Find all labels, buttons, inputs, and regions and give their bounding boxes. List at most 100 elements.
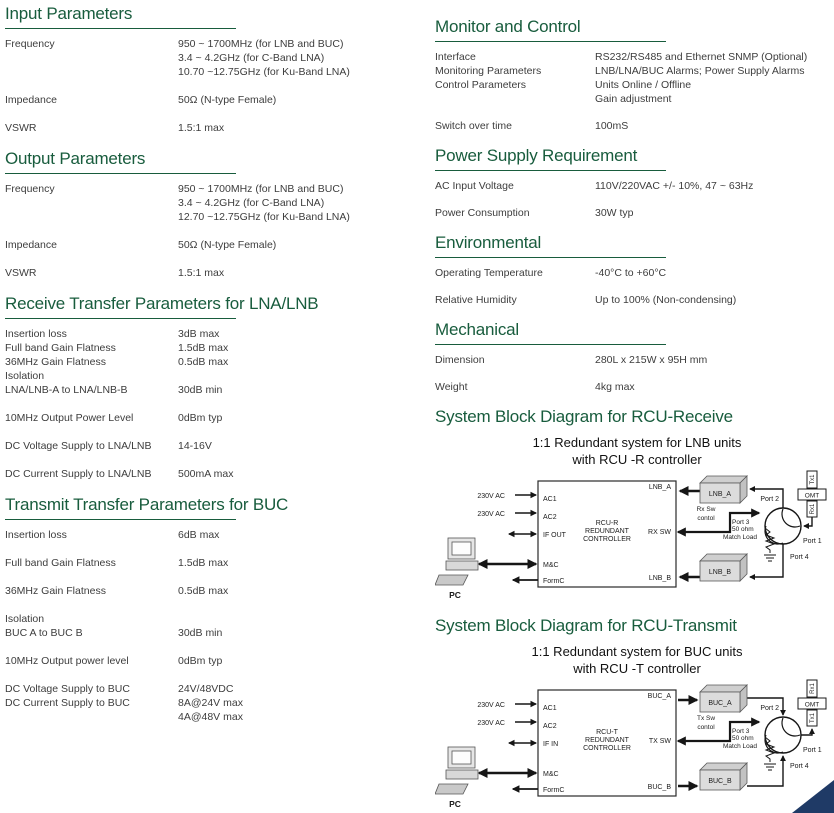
param-label-line: 10MHz Output power level	[5, 655, 129, 667]
param-label-line: Operating Temperature	[435, 267, 543, 279]
param-label: Frequency	[5, 182, 178, 224]
param-label-line: Weight	[435, 381, 468, 393]
port2-label: Port 2	[760, 705, 779, 712]
param-label-line: Isolation	[5, 370, 45, 382]
pc-icon	[435, 746, 479, 795]
param-label-line: DC Voltage Supply to LNA/LNB	[5, 440, 152, 452]
param-value-line: 10.70 ~12.75GHz (for Ku-Band LNA)	[178, 66, 350, 78]
param-value: 950 ~ 1700MHz (for LNB and BUC) 3.4 ~ 4.2…	[178, 182, 421, 224]
switch-control-line	[676, 717, 761, 746]
param-label-line: DC Current Supply to LNA/LNB	[5, 468, 152, 480]
port-formc-label: FormC	[543, 787, 564, 794]
ground-symbol	[764, 554, 776, 562]
param-value: 950 ~ 1700MHz (for LNB and BUC) 3.4 ~ 4.2…	[178, 37, 421, 79]
param-label-line: LNA/LNB-A to LNA/LNB-B	[5, 384, 128, 396]
port3-label-line1: Port 3	[732, 519, 750, 526]
param-value-line: 24V/48VDC	[178, 683, 234, 695]
rcu-receive-diagram: 1:1 Redundant system for LNB units with …	[435, 435, 827, 600]
port-ac2-label: AC2	[543, 514, 557, 521]
param-value: 50Ω (N-type Female)	[178, 93, 421, 107]
param-label-line: Interface	[435, 51, 476, 63]
port-unit-a-label: LNB_A	[649, 484, 672, 491]
param-value-line: 3dB max	[178, 328, 220, 340]
param-value: 50Ω (N-type Female)	[178, 238, 421, 252]
param-label: 36MHz Gain Flatness	[5, 584, 178, 598]
spec-row: 36MHz Gain Flatness 0.5dB max	[5, 584, 421, 598]
param-label-line: Frequency	[5, 183, 55, 195]
param-label-line: Isolation	[5, 613, 45, 625]
param-label: Operating Temperature	[435, 266, 595, 280]
switch-arc-2	[781, 508, 801, 528]
omt-top-port-label: Rx1	[810, 683, 816, 694]
param-label-line: 36MHz Gain Flatness	[5, 585, 106, 597]
diagram-title-line1: 1:1 Redundant system for BUC units	[532, 644, 743, 659]
param-value-line: 14-16V	[178, 440, 212, 452]
port-unit-b-label: LNB_B	[649, 575, 672, 582]
param-label-line: Insertion loss	[5, 529, 67, 541]
param-label-line: Impedance	[5, 239, 57, 251]
port3-label-line2: 50 ohm	[732, 526, 754, 533]
port-ac1-label: AC1	[543, 496, 557, 503]
param-label-line: VSWR	[5, 267, 37, 279]
unit-a-box-top	[699, 475, 748, 484]
ac2-source-label: 230V AC	[477, 720, 505, 727]
switch-control-line	[676, 508, 761, 537]
param-value-line: 3.4 ~ 4.2GHz (for C-Band LNA)	[178, 197, 325, 209]
port2-label: Port 2	[760, 496, 779, 503]
param-label-line: 10MHz Output Power Level	[5, 412, 134, 424]
unit-b-box-front	[699, 769, 741, 791]
port3-label-line1: Port 3	[732, 728, 750, 735]
param-label: Full band Gain Flatness	[5, 556, 178, 570]
param-value: 30dB min	[178, 612, 421, 640]
controller-name-line2: REDUNDANT	[585, 528, 630, 535]
param-label-line: BUC A to BUC B	[5, 627, 83, 639]
port-if-label: IF OUT	[543, 532, 567, 539]
param-value-line: 0.5dB max	[178, 585, 229, 597]
param-value-line: Units Online / Offline	[595, 79, 692, 91]
param-label: DC Current Supply to LNA/LNB	[5, 467, 178, 481]
param-value: 0dBm typ	[178, 654, 421, 668]
port4-line	[749, 544, 784, 580]
param-value-line: 950 ~ 1700MHz (for LNB and BUC)	[178, 38, 344, 50]
param-label-line: 36MHz Gain Flatness	[5, 356, 106, 368]
param-label: Switch over time	[435, 119, 595, 133]
rcu-transmit-diagram: 1:1 Redundant system for BUC units with …	[435, 644, 827, 809]
port1-line	[803, 517, 813, 529]
diagram-title-line2: with RCU -R controller	[571, 452, 702, 467]
param-value: RS232/RS485 and Ethernet SNMP (Optional)…	[595, 50, 834, 106]
port-sw-label: TX SW	[649, 738, 672, 745]
diagram-title-line2: with RCU -T controller	[572, 661, 701, 676]
spec-row: Frequency 950 ~ 1700MHz (for LNB and BUC)…	[5, 182, 421, 224]
port1-label: Port 1	[803, 538, 822, 545]
param-label: Impedance	[5, 93, 178, 107]
switch-arc-2	[781, 717, 801, 737]
param-value-line: 950 ~ 1700MHz (for LNB and BUC)	[178, 183, 344, 195]
param-value-line: 500mA max	[178, 468, 234, 480]
omt-top-port-label: Tx1	[810, 474, 816, 485]
param-value: -40°C to +60°C	[595, 266, 834, 280]
ac2-source-label: 230V AC	[477, 511, 505, 518]
port4-label: Port 4	[790, 763, 809, 770]
param-value-line	[178, 369, 421, 383]
param-value-line: 3.4 ~ 4.2GHz (for C-Band LNA)	[178, 52, 325, 64]
param-value: 1.5:1 max	[178, 121, 421, 135]
unit-a-box: BUC_A	[699, 684, 748, 713]
param-value-line: 0.5dB max	[178, 356, 229, 368]
controller-name-line1: RCU-T	[596, 729, 618, 736]
port-unit-a-label: BUC_A	[648, 693, 672, 700]
section-title: Receive Transfer Parameters for LNA/LNB	[5, 294, 319, 313]
port2-line	[749, 486, 784, 508]
unit-a-box-front	[699, 482, 741, 504]
unit-b-box-front	[699, 560, 741, 582]
param-value-line: 30dB min	[178, 384, 223, 396]
spec-row: 10MHz Output power level 0dBm typ	[5, 654, 421, 668]
spec-row: Impedance 50Ω (N-type Female)	[5, 238, 421, 252]
param-value-line: 110V/220VAC +/- 10%, 47 ~ 63Hz	[595, 180, 754, 192]
